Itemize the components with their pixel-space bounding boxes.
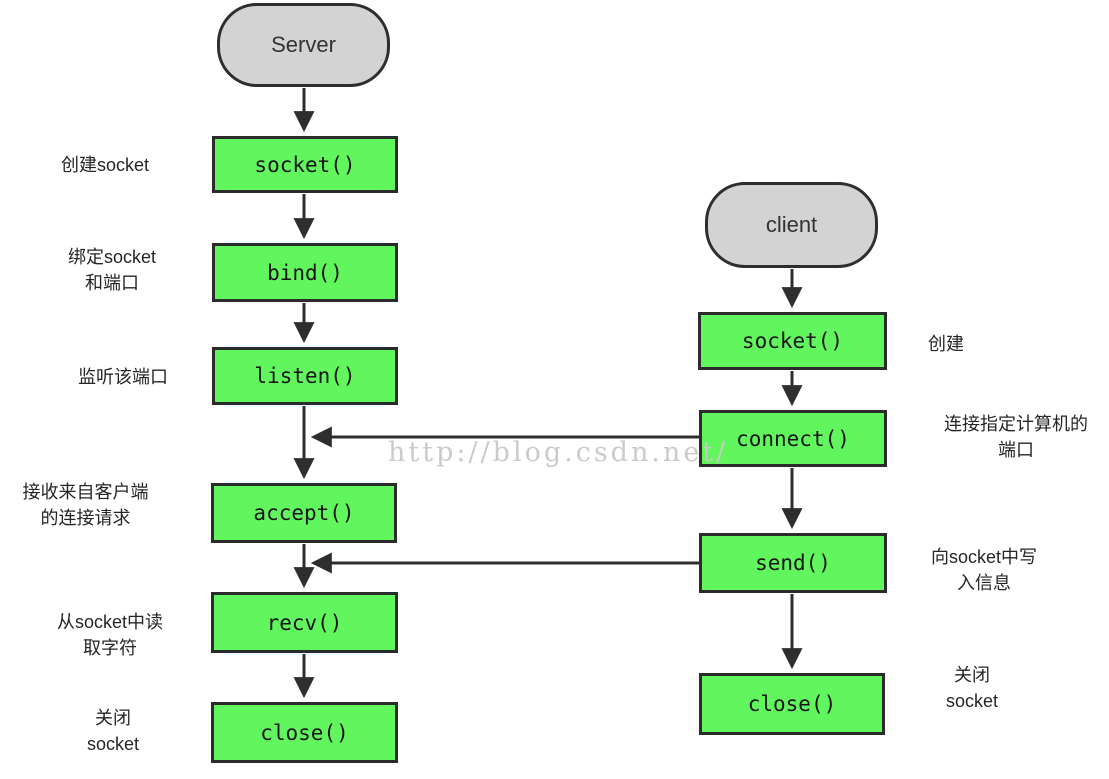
client-close-label: close(): [747, 692, 837, 716]
server-socket-node: socket(): [212, 136, 398, 193]
client-close-node: close(): [699, 673, 885, 735]
server-accept-annotation: 接收来自客户端 的连接请求: [22, 482, 149, 528]
client-close-annotation: 关闭 socket: [945, 665, 999, 711]
server-listen-node: listen(): [212, 347, 398, 405]
client-connect-annotation: 连接指定计算机的 端口: [944, 414, 1088, 460]
server-close-node: close(): [211, 702, 398, 763]
client-terminal-node: client: [705, 182, 878, 268]
server-bind-annotation: 绑定socket 和端口: [67, 247, 157, 293]
server-close-label: close(): [260, 720, 349, 745]
client-connect-label: connect(): [736, 426, 850, 451]
server-terminal-label: Server: [271, 32, 336, 57]
server-recv-node: recv(): [211, 592, 398, 653]
server-bind-node: bind(): [212, 243, 398, 302]
client-socket-node: socket(): [698, 312, 887, 370]
server-listen-annotation: 监听该端口: [78, 367, 168, 387]
client-terminal-label: client: [765, 212, 818, 237]
server-bind-label: bind(): [267, 260, 343, 285]
server-recv-label: recv(): [266, 610, 343, 635]
server-socket-label: socket(): [254, 152, 356, 177]
client-connect-node: connect(): [699, 410, 887, 467]
server-close-annotation: 关闭 socket: [86, 708, 140, 754]
server-listen-label: listen(): [254, 364, 356, 388]
server-socket-annotation: 创建socket: [60, 155, 150, 175]
server-recv-annotation: 从socket中读 取字符: [56, 612, 164, 658]
client-socket-annotation: 创建: [928, 334, 964, 354]
client-send-node: send(): [699, 533, 887, 593]
server-accept-label: accept(): [253, 501, 355, 525]
client-socket-label: socket(): [741, 329, 844, 353]
server-terminal-node: Server: [217, 3, 390, 87]
client-send-annotation: 向socket中写 入信息: [930, 547, 1038, 593]
server-accept-node: accept(): [211, 483, 397, 543]
client-send-label: send(): [755, 551, 831, 575]
